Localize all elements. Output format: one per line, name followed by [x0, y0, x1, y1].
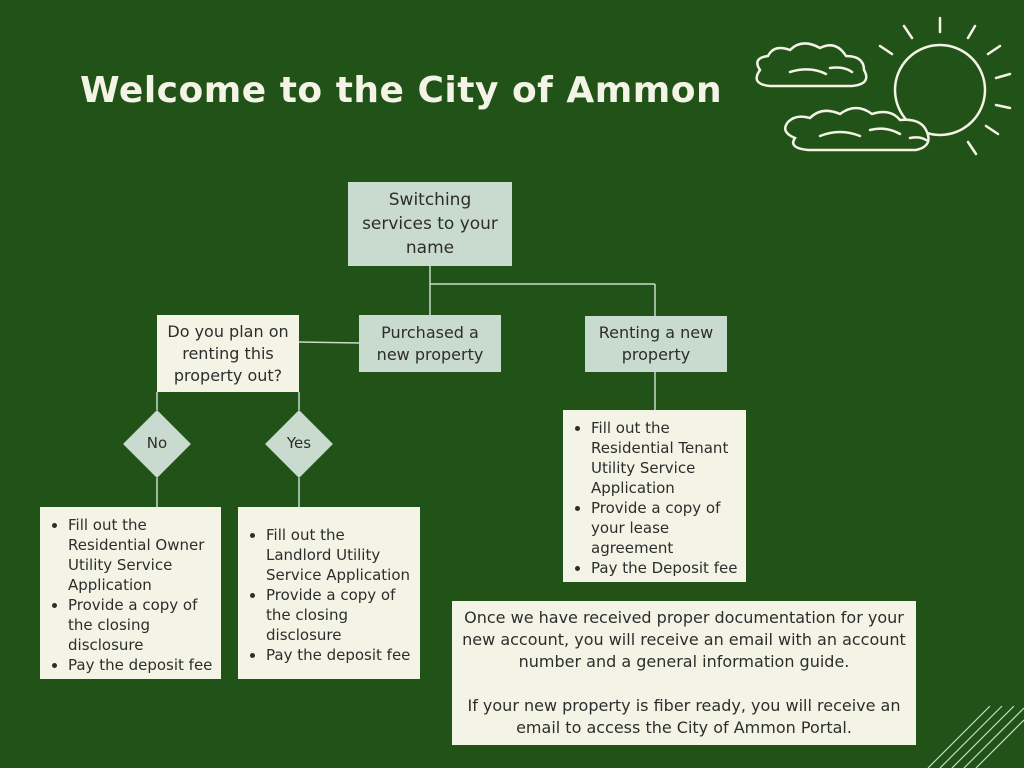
list-item: Provide a copy of the closing disclosure [266, 585, 414, 645]
yes-label: Yes [286, 434, 312, 452]
sun-icon [878, 16, 1012, 156]
list-item: Fill out the Residential Owner Utility S… [68, 515, 213, 595]
landlord-steps: Fill out the Landlord Utility Service Ap… [238, 507, 420, 679]
list-item: Pay the Deposit fee [591, 558, 740, 578]
list-item: Pay the deposit fee [266, 645, 414, 665]
purchased-node-label: Purchased a new property [376, 322, 484, 364]
no-label: No [146, 434, 168, 452]
tenant-steps: Fill out the Residential Tenant Utility … [563, 410, 746, 582]
sun-cloud-illustration [755, 16, 1012, 156]
owner-steps: Fill out the Residential Owner Utility S… [40, 507, 221, 679]
hatch-decoration [927, 705, 1024, 768]
info-paragraph-1: Once we have received proper documentati… [462, 608, 906, 671]
list-item: Pay the deposit fee [68, 655, 213, 675]
root-node: Switching services to your name [348, 182, 512, 266]
info-box: Once we have received proper documentati… [452, 601, 916, 745]
cloud-icon [755, 42, 930, 152]
info-paragraph-2: If your new property is fiber ready, you… [467, 696, 901, 737]
list-item: Provide a copy of the closing disclosure [68, 595, 213, 655]
question-node-label: Do you plan on renting this property out… [167, 321, 289, 385]
list-item: Fill out the Residential Tenant Utility … [591, 418, 740, 498]
purchased-node: Purchased a new property [359, 315, 501, 372]
renting-node: Renting a new property [585, 316, 727, 372]
root-node-label: Switching services to your name [362, 190, 498, 258]
page-title: Welcome to the City of Ammon [80, 70, 723, 111]
list-item: Provide a copy of your lease agreement [591, 498, 740, 558]
list-item: Fill out the Landlord Utility Service Ap… [266, 525, 414, 585]
question-node: Do you plan on renting this property out… [157, 315, 299, 392]
renting-node-label: Renting a new property [598, 323, 714, 364]
